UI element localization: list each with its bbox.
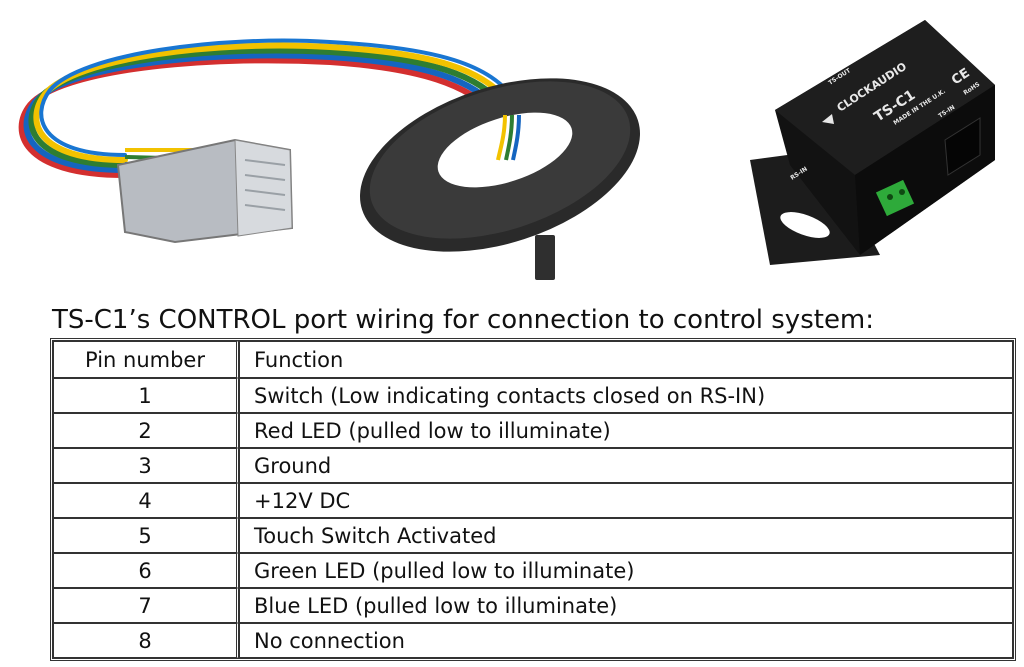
pin-number-cell: 1 (53, 378, 239, 413)
table-row: 1 Switch (Low indicating contacts closed… (53, 378, 1013, 413)
table-row: 7 Blue LED (pulled low to illuminate) (53, 588, 1013, 623)
table-header-row: Pin number Function (53, 341, 1013, 378)
table-row: 6 Green LED (pulled low to illuminate) (53, 553, 1013, 588)
table-row: 8 No connection (53, 623, 1013, 658)
pin-number-cell: 8 (53, 623, 239, 658)
pin-number-cell: 3 (53, 448, 239, 483)
function-cell: No connection (239, 623, 1013, 658)
function-cell: Red LED (pulled low to illuminate) (239, 413, 1013, 448)
function-cell: Switch (Low indicating contacts closed o… (239, 378, 1013, 413)
function-cell: Green LED (pulled low to illuminate) (239, 553, 1013, 588)
function-header: Function (239, 341, 1013, 378)
pin-number-cell: 4 (53, 483, 239, 518)
wiring-caption: TS-C1’s CONTROL port wiring for connecti… (52, 305, 875, 335)
function-cell: Ground (239, 448, 1013, 483)
ts-c1-device-photo: CLOCKAUDIO TS-C1 MADE IN THE U.K. TS-OUT… (750, 20, 995, 265)
pin-number-cell: 7 (53, 588, 239, 623)
table-row: 4 +12V DC (53, 483, 1013, 518)
function-cell: Touch Switch Activated (239, 518, 1013, 553)
pin-number-cell: 2 (53, 413, 239, 448)
function-cell: Blue LED (pulled low to illuminate) (239, 588, 1013, 623)
pin-number-header: Pin number (53, 341, 239, 378)
table-row: 5 Touch Switch Activated (53, 518, 1013, 553)
function-cell: +12V DC (239, 483, 1013, 518)
pin-number-cell: 6 (53, 553, 239, 588)
table-row: 3 Ground (53, 448, 1013, 483)
cable-ring-photo (18, 38, 640, 280)
pin-number-cell: 5 (53, 518, 239, 553)
table-row: 2 Red LED (pulled low to illuminate) (53, 413, 1013, 448)
control-port-wiring-table: Pin number Function 1 Switch (Low indica… (50, 338, 1016, 661)
clockaudio-logo-icon (822, 114, 834, 124)
